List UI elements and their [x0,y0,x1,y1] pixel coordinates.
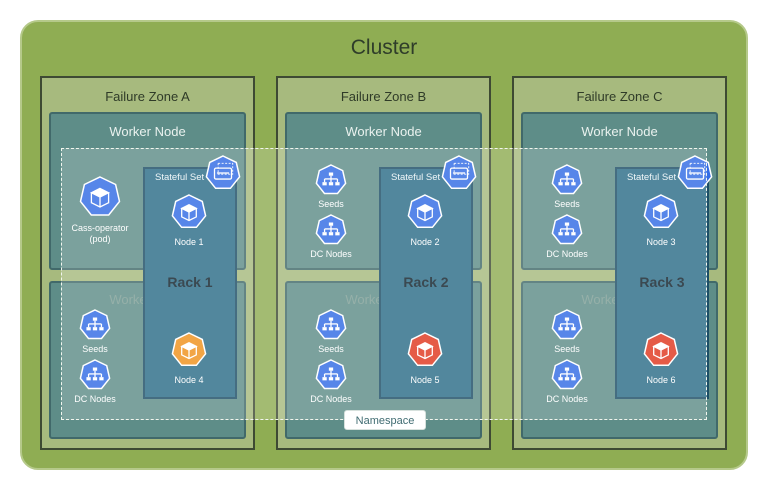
node-label: Node 1 [174,237,204,247]
network-tree-icon [79,309,111,340]
failure-zone-title: Failure Zone A [105,89,190,104]
network-tree-icon [551,309,583,340]
namespace-box [61,148,707,420]
network-tree-icon [551,164,583,195]
network-tree-icon [315,359,347,390]
cube-icon [171,332,207,367]
node-label: Node 3 [646,237,676,247]
storage-icon [441,155,477,190]
dc-nodes-label: DC Nodes [310,249,352,259]
cass-operator-label: Cass-operator (pod) [71,223,129,244]
cluster-title: Cluster [350,36,418,59]
failure-zone-title: Failure Zone B [340,89,427,104]
node-label: Node 5 [410,375,440,385]
storage-icon [677,155,713,190]
cube-icon [79,176,121,216]
dc-nodes-label: DC Nodes [74,394,116,404]
namespace-label: Namespace [344,410,426,430]
stateful-set-label: Stateful Set [627,172,677,183]
rack-label: Rack 2 [403,274,449,290]
cube-icon [643,194,679,229]
node-label: Node 2 [410,237,440,247]
seeds-label: Seeds [554,344,580,354]
rack-label: Rack 1 [167,274,213,290]
cube-icon [171,194,207,229]
seeds-label: Seeds [318,344,344,354]
network-tree-icon [551,359,583,390]
seeds-label: Seeds [82,344,108,354]
storage-icon [205,155,241,190]
cube-icon [407,332,443,367]
network-tree-icon [315,214,347,245]
stateful-set-label: Stateful Set [391,172,441,183]
failure-zone-title: Failure Zone C [576,89,663,104]
node-label: Node 6 [646,375,676,385]
stateful-set-label: Stateful Set [155,172,205,183]
cube-icon [643,332,679,367]
seeds-label: Seeds [318,199,344,209]
seeds-label: Seeds [554,199,580,209]
worker-node-title: Worker Node [109,124,186,139]
network-tree-icon [315,164,347,195]
cube-icon [407,194,443,229]
network-tree-icon [315,309,347,340]
network-tree-icon [79,359,111,390]
rack-label: Rack 3 [639,274,685,290]
worker-node-title: Worker Node [581,124,658,139]
dc-nodes-label: DC Nodes [310,394,352,404]
dc-nodes-label: DC Nodes [546,249,588,259]
node-label: Node 4 [174,375,204,385]
network-tree-icon [551,214,583,245]
worker-node-title: Worker Node [345,124,422,139]
dc-nodes-label: DC Nodes [546,394,588,404]
